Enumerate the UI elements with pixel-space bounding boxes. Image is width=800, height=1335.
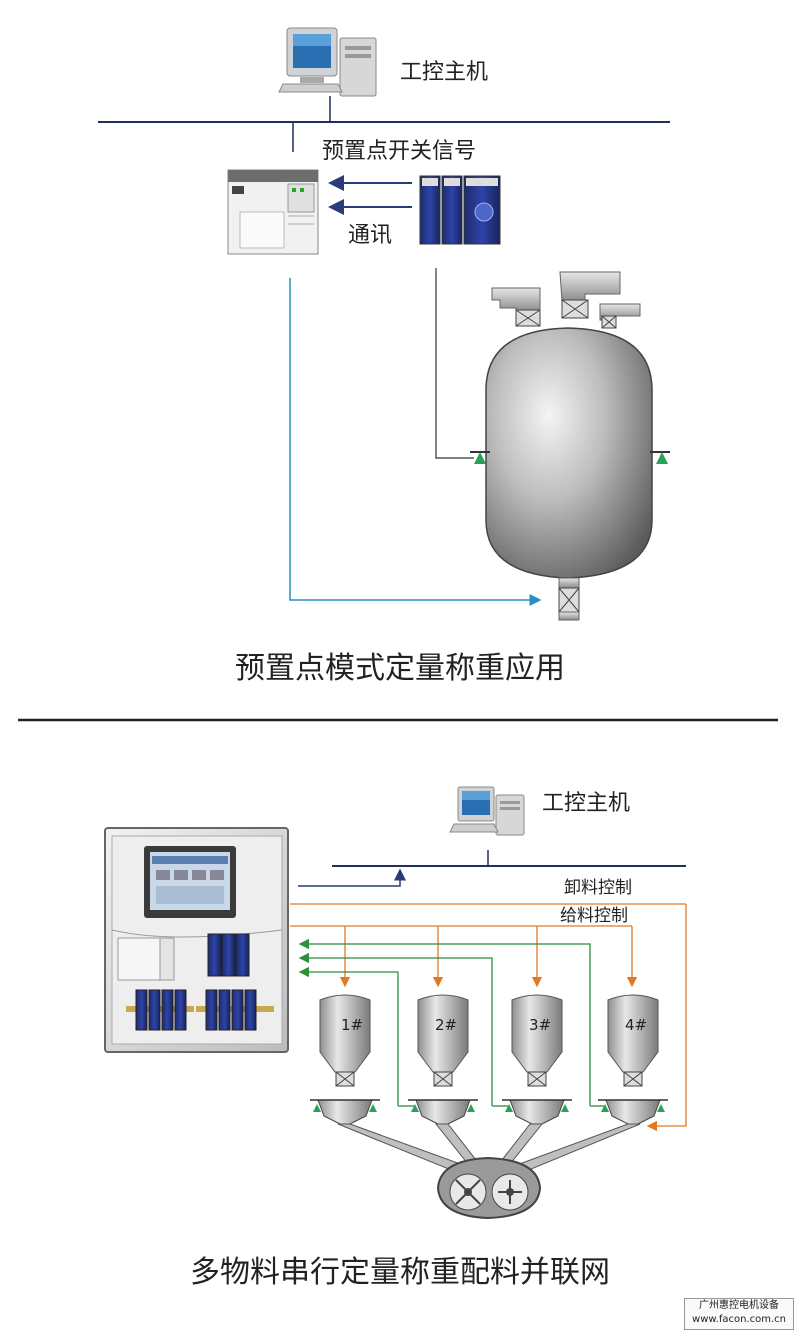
watermark-url: www.facon.com.cn bbox=[692, 1314, 786, 1325]
outlet-pipe bbox=[558, 611, 580, 621]
feed-control-lines bbox=[290, 903, 687, 1132]
control-cabinet bbox=[104, 827, 289, 1053]
industrial-pc-icon bbox=[449, 786, 525, 836]
weighing-module-icon bbox=[135, 989, 187, 1031]
top-caption: 预置点模式定量称重应用 bbox=[235, 651, 565, 686]
hopper-label: 2# bbox=[435, 1016, 457, 1034]
outlet-pipe bbox=[558, 577, 580, 589]
weighing-module-icon bbox=[207, 933, 250, 977]
watermark-stamp: 广州惠控电机设备 www.facon.com.cn bbox=[684, 1298, 794, 1330]
preset-signal-label: 预置点开关信号 bbox=[322, 139, 476, 164]
load-cell-signal-line bbox=[435, 268, 474, 459]
feed-control-label: 给料控制 bbox=[560, 906, 628, 926]
hopper-label: 1# bbox=[341, 1016, 363, 1034]
hmi-touchscreen-icon bbox=[144, 846, 236, 918]
inlet-valve-icon bbox=[601, 315, 617, 329]
cabinet-network-link bbox=[298, 868, 406, 887]
weigh-scales bbox=[310, 1099, 668, 1125]
plc-icon bbox=[227, 169, 319, 255]
discharge-chutes bbox=[337, 1123, 641, 1173]
weighing-module-icon bbox=[419, 175, 501, 245]
hopper-3: 3# bbox=[511, 994, 563, 1087]
weighing-module-icon bbox=[205, 989, 257, 1031]
load-cell-icon bbox=[313, 1104, 665, 1112]
weighing-vessel bbox=[485, 327, 653, 579]
hopper-label: 4# bbox=[625, 1016, 647, 1034]
load-cell-icon bbox=[656, 452, 668, 464]
inlet-valve-icon bbox=[515, 309, 541, 327]
inlet-pipes bbox=[491, 271, 641, 329]
top-host-label: 工控主机 bbox=[400, 60, 488, 85]
load-cell-icon bbox=[474, 452, 486, 464]
hopper-label: 3# bbox=[529, 1016, 551, 1034]
hopper-2: 2# bbox=[417, 994, 469, 1087]
bottom-caption: 多物料串行定量称重配料并联网 bbox=[190, 1255, 610, 1290]
outlet-control-line bbox=[289, 278, 542, 606]
mixer-icon bbox=[436, 1156, 542, 1220]
inlet-valve-icon bbox=[561, 299, 589, 319]
watermark-company: 广州惠控电机设备 bbox=[699, 1300, 779, 1311]
industrial-pc-icon bbox=[278, 27, 377, 97]
discharge-feedback-lines bbox=[298, 938, 604, 1107]
bottom-host-label: 工控主机 bbox=[542, 791, 630, 816]
discharge-control-label: 卸料控制 bbox=[564, 878, 632, 898]
hopper-4: 4# bbox=[607, 994, 659, 1087]
comm-label: 通讯 bbox=[348, 223, 392, 248]
hopper-1: 1# bbox=[319, 994, 371, 1087]
outlet-valve-icon bbox=[558, 587, 580, 613]
